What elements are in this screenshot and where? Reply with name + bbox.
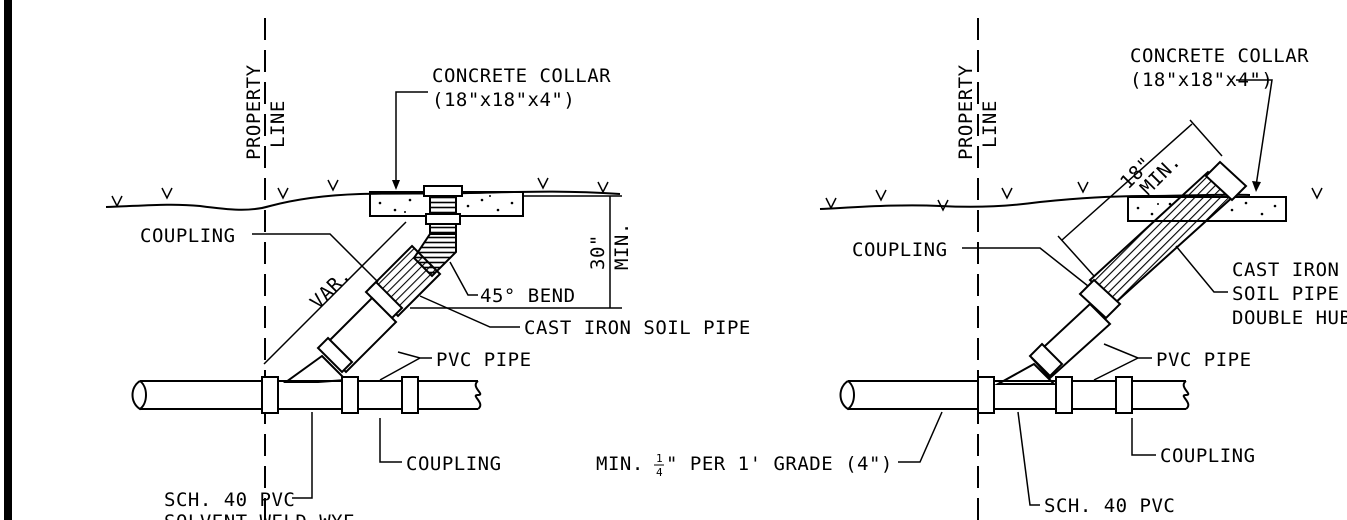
right-property-label-2: LINE: [979, 100, 1001, 148]
right-cast-iron-pipe: [1088, 170, 1238, 306]
right-grade-fraction-den: 4: [656, 466, 663, 479]
left-sch40-label-2: SOLVENT WELD WYE: [164, 511, 355, 520]
right-coupling-leader: [962, 247, 1089, 287]
left-bottom-coupling-leader: [379, 418, 402, 463]
left-pipe-break-right: [474, 380, 482, 410]
left-collar-stipple: [378, 195, 514, 213]
left-ground-line: [105, 190, 621, 211]
left-main-coupling-2: [401, 376, 419, 414]
right-grade-suffix: " PER 1' GRADE (4"): [666, 453, 893, 475]
right-main-coupling-2: [1115, 376, 1133, 414]
right-top-hub: [1204, 160, 1248, 202]
left-var-dimension-line: [263, 221, 407, 365]
right-coupling-label: COUPLING: [852, 239, 948, 261]
right-pipe-break-left: [839, 380, 855, 411]
right-pipe-break-right: [1182, 380, 1190, 410]
left-coupling-leader: [252, 233, 379, 283]
left-collar-label-2: (18"x18"x4"): [432, 89, 575, 111]
right-collar-label-1: CONCRETE COLLAR: [1130, 45, 1309, 67]
right-collar-label-2: (18"x18"x4"): [1130, 69, 1273, 91]
left-property-label-1: PROPERTY: [243, 64, 265, 160]
right-collar-leader: [1236, 79, 1273, 187]
right-grass-marks: [825, 181, 1323, 212]
right-cast-iron-label-1: CAST IRON: [1232, 259, 1339, 281]
left-bottom-coupling-label: COUPLING: [406, 453, 502, 475]
right-lower-diagonal-coupling: [1028, 342, 1064, 378]
left-cast-iron-leader: [419, 295, 520, 328]
left-riser-coupling: [425, 213, 461, 225]
left-detail: PROPERTY LINE: [105, 18, 751, 520]
left-pvc-leader: [379, 351, 432, 381]
right-detail: PROPERTY LINE 1: [596, 18, 1347, 520]
left-pvc-pipe-label: PVC PIPE: [436, 349, 532, 371]
left-pipe-break-left: [131, 380, 147, 411]
left-bend-label: 45° BEND: [480, 285, 576, 307]
left-collar-label-1: CONCRETE COLLAR: [432, 65, 611, 87]
right-cast-iron-leader: [1175, 245, 1228, 293]
right-pvc-leader: [1093, 343, 1152, 381]
right-cast-iron-label-3: DOUBLE HUB: [1232, 307, 1347, 329]
left-property-label-2: LINE: [267, 100, 289, 148]
right-wye-branch: [994, 362, 1057, 385]
right-sch40-leader: [1017, 411, 1040, 506]
right-grade-leader: [898, 411, 943, 463]
right-cast-iron-label-2: SOIL PIPE: [1232, 283, 1339, 305]
left-bend-leader: [449, 261, 478, 296]
right-diagonal-coupling: [1078, 278, 1122, 320]
right-collar-stipple: [1136, 201, 1277, 216]
left-coupling-label: COUPLING: [140, 225, 236, 247]
left-lower-diagonal-coupling: [316, 336, 354, 374]
right-main-coupling-1: [1055, 376, 1073, 414]
left-main-pipe: [140, 380, 478, 410]
left-var-label: VAR.: [306, 264, 355, 313]
right-wye-coupling: [977, 376, 995, 414]
left-grass-marks: [111, 177, 609, 208]
left-collar-leader: [395, 91, 428, 186]
left-depth-label-2: MIN.: [611, 222, 633, 270]
right-sch40-label: SCH. 40 PVC: [1044, 495, 1175, 517]
right-property-label-1: PROPERTY: [955, 64, 977, 160]
left-sch40-leader: [292, 412, 313, 499]
left-cast-iron-label: CAST IRON SOIL PIPE: [524, 317, 751, 339]
left-main-coupling-1: [341, 376, 359, 414]
right-length-dimension-line: [1061, 123, 1193, 241]
left-sch40-label-1: SCH. 40 PVC: [164, 489, 295, 511]
left-cleanout-cap: [423, 185, 463, 197]
right-bottom-coupling-label: COUPLING: [1160, 445, 1256, 467]
right-main-pipe: [848, 380, 1186, 410]
left-wye-coupling: [261, 376, 279, 414]
right-bottom-coupling-leader: [1131, 418, 1156, 456]
right-grade-fraction-num: 1: [656, 452, 663, 465]
left-depth-label-1: 30": [587, 234, 609, 270]
right-grade-prefix: MIN.: [596, 453, 644, 475]
right-pvc-pipe-label: PVC PIPE: [1156, 349, 1252, 371]
